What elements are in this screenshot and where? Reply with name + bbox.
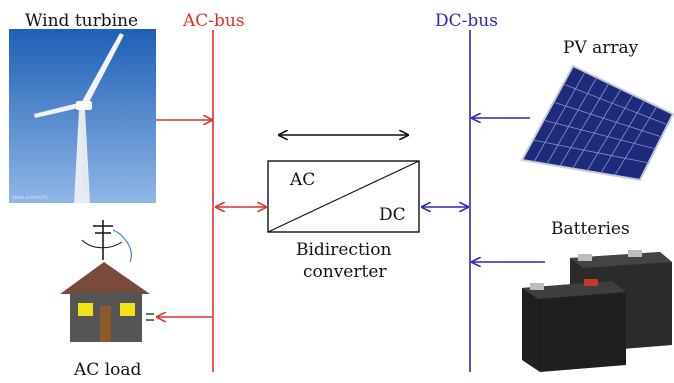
converter-ac-label: AC xyxy=(290,170,316,190)
converter-box xyxy=(267,160,420,233)
pv-array-image xyxy=(520,64,674,182)
ac-bus-label: AC-bus xyxy=(183,11,245,31)
converter-caption-line1: Bidirection xyxy=(296,240,392,260)
converter-caption-line2: converter xyxy=(303,262,387,282)
batteries-label: Batteries xyxy=(551,219,630,239)
ac-load-label: AC load xyxy=(74,360,142,380)
photo-credit: www.arcfeet% xyxy=(12,195,48,201)
wind-turbine-label: Wind turbine xyxy=(25,11,139,31)
converter-dc-label: DC xyxy=(379,205,406,225)
dc-bus-label: DC-bus xyxy=(435,11,498,31)
wind-turbine-image xyxy=(9,29,156,203)
ac-load-house xyxy=(60,220,154,342)
pv-array-label: PV array xyxy=(563,38,639,58)
batteries-image xyxy=(522,250,672,372)
